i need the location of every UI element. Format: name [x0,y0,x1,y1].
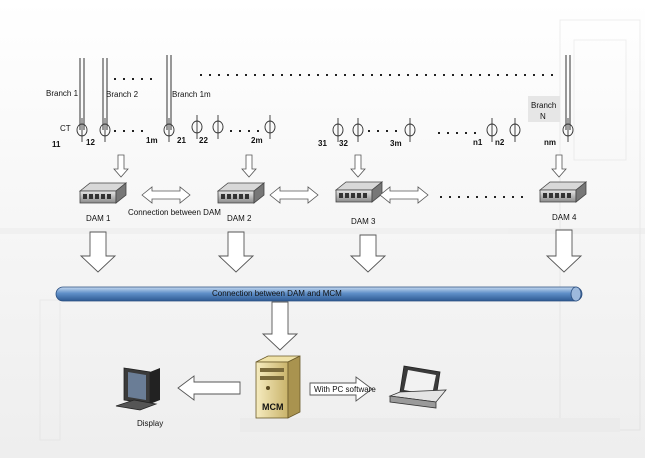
dam-module-icon-2 [217,182,265,204]
dam-interconnect-arrows [141,186,429,204]
server-icon [255,355,301,419]
ct-number-labels: 11 12 1m 21 22 2m 31 32 3m n1 n2 nm [52,136,556,149]
bus-to-mcm-arrow [261,301,299,351]
svg-text:nm: nm [544,138,556,147]
svg-text:22: 22 [199,136,208,145]
monitor-icon [115,367,160,411]
svg-text:32: 32 [339,139,348,148]
background-decoration [0,19,645,441]
dam-module-icon-4 [539,181,587,203]
display-label: Display [137,419,163,428]
svg-text:21: 21 [177,136,186,145]
dam-3-label: DAM 3 [351,217,376,226]
connection-between-dam-label: Connection between DAM [128,208,221,217]
dam-module-icon-1 [79,182,127,204]
dam-1-label: DAM 1 [86,214,111,223]
pc-software-label: With PC software [314,385,376,394]
branch-lines [79,55,571,130]
svg-text:2m: 2m [251,136,263,145]
branch-n-number: N [540,112,546,121]
svg-text:3m: 3m [390,139,402,148]
mcm-label: MCM [262,402,284,412]
ct-to-dam-arrows [113,154,567,178]
branch-1m-label: Branch 1m [172,90,211,99]
branch-n-label: Branch [531,101,556,110]
mcm-to-display-arrow [177,375,241,401]
svg-text:11: 11 [52,140,61,149]
laptop-icon [388,365,447,409]
ct-label: CT [60,124,71,133]
svg-text:n1: n1 [473,138,483,147]
dotted-lines [114,74,555,198]
svg-text:1m: 1m [146,136,158,145]
branch-1-label: Branch 1 [46,89,79,98]
bus-label: Connection between DAM and MCM [212,289,342,298]
dam-module-icon-3 [335,181,383,203]
svg-text:12: 12 [86,138,95,147]
branch-n-box [528,96,560,122]
dam-to-bus-arrows [79,229,583,273]
dam-2-label: DAM 2 [227,214,252,223]
svg-text:31: 31 [318,139,327,148]
svg-text:n2: n2 [495,138,505,147]
dam-4-label: DAM 4 [552,213,577,222]
mcm-to-pc-arrow [309,376,373,402]
dam-mcm-bus [55,286,583,302]
branch-2-label: Branch 2 [106,90,139,99]
